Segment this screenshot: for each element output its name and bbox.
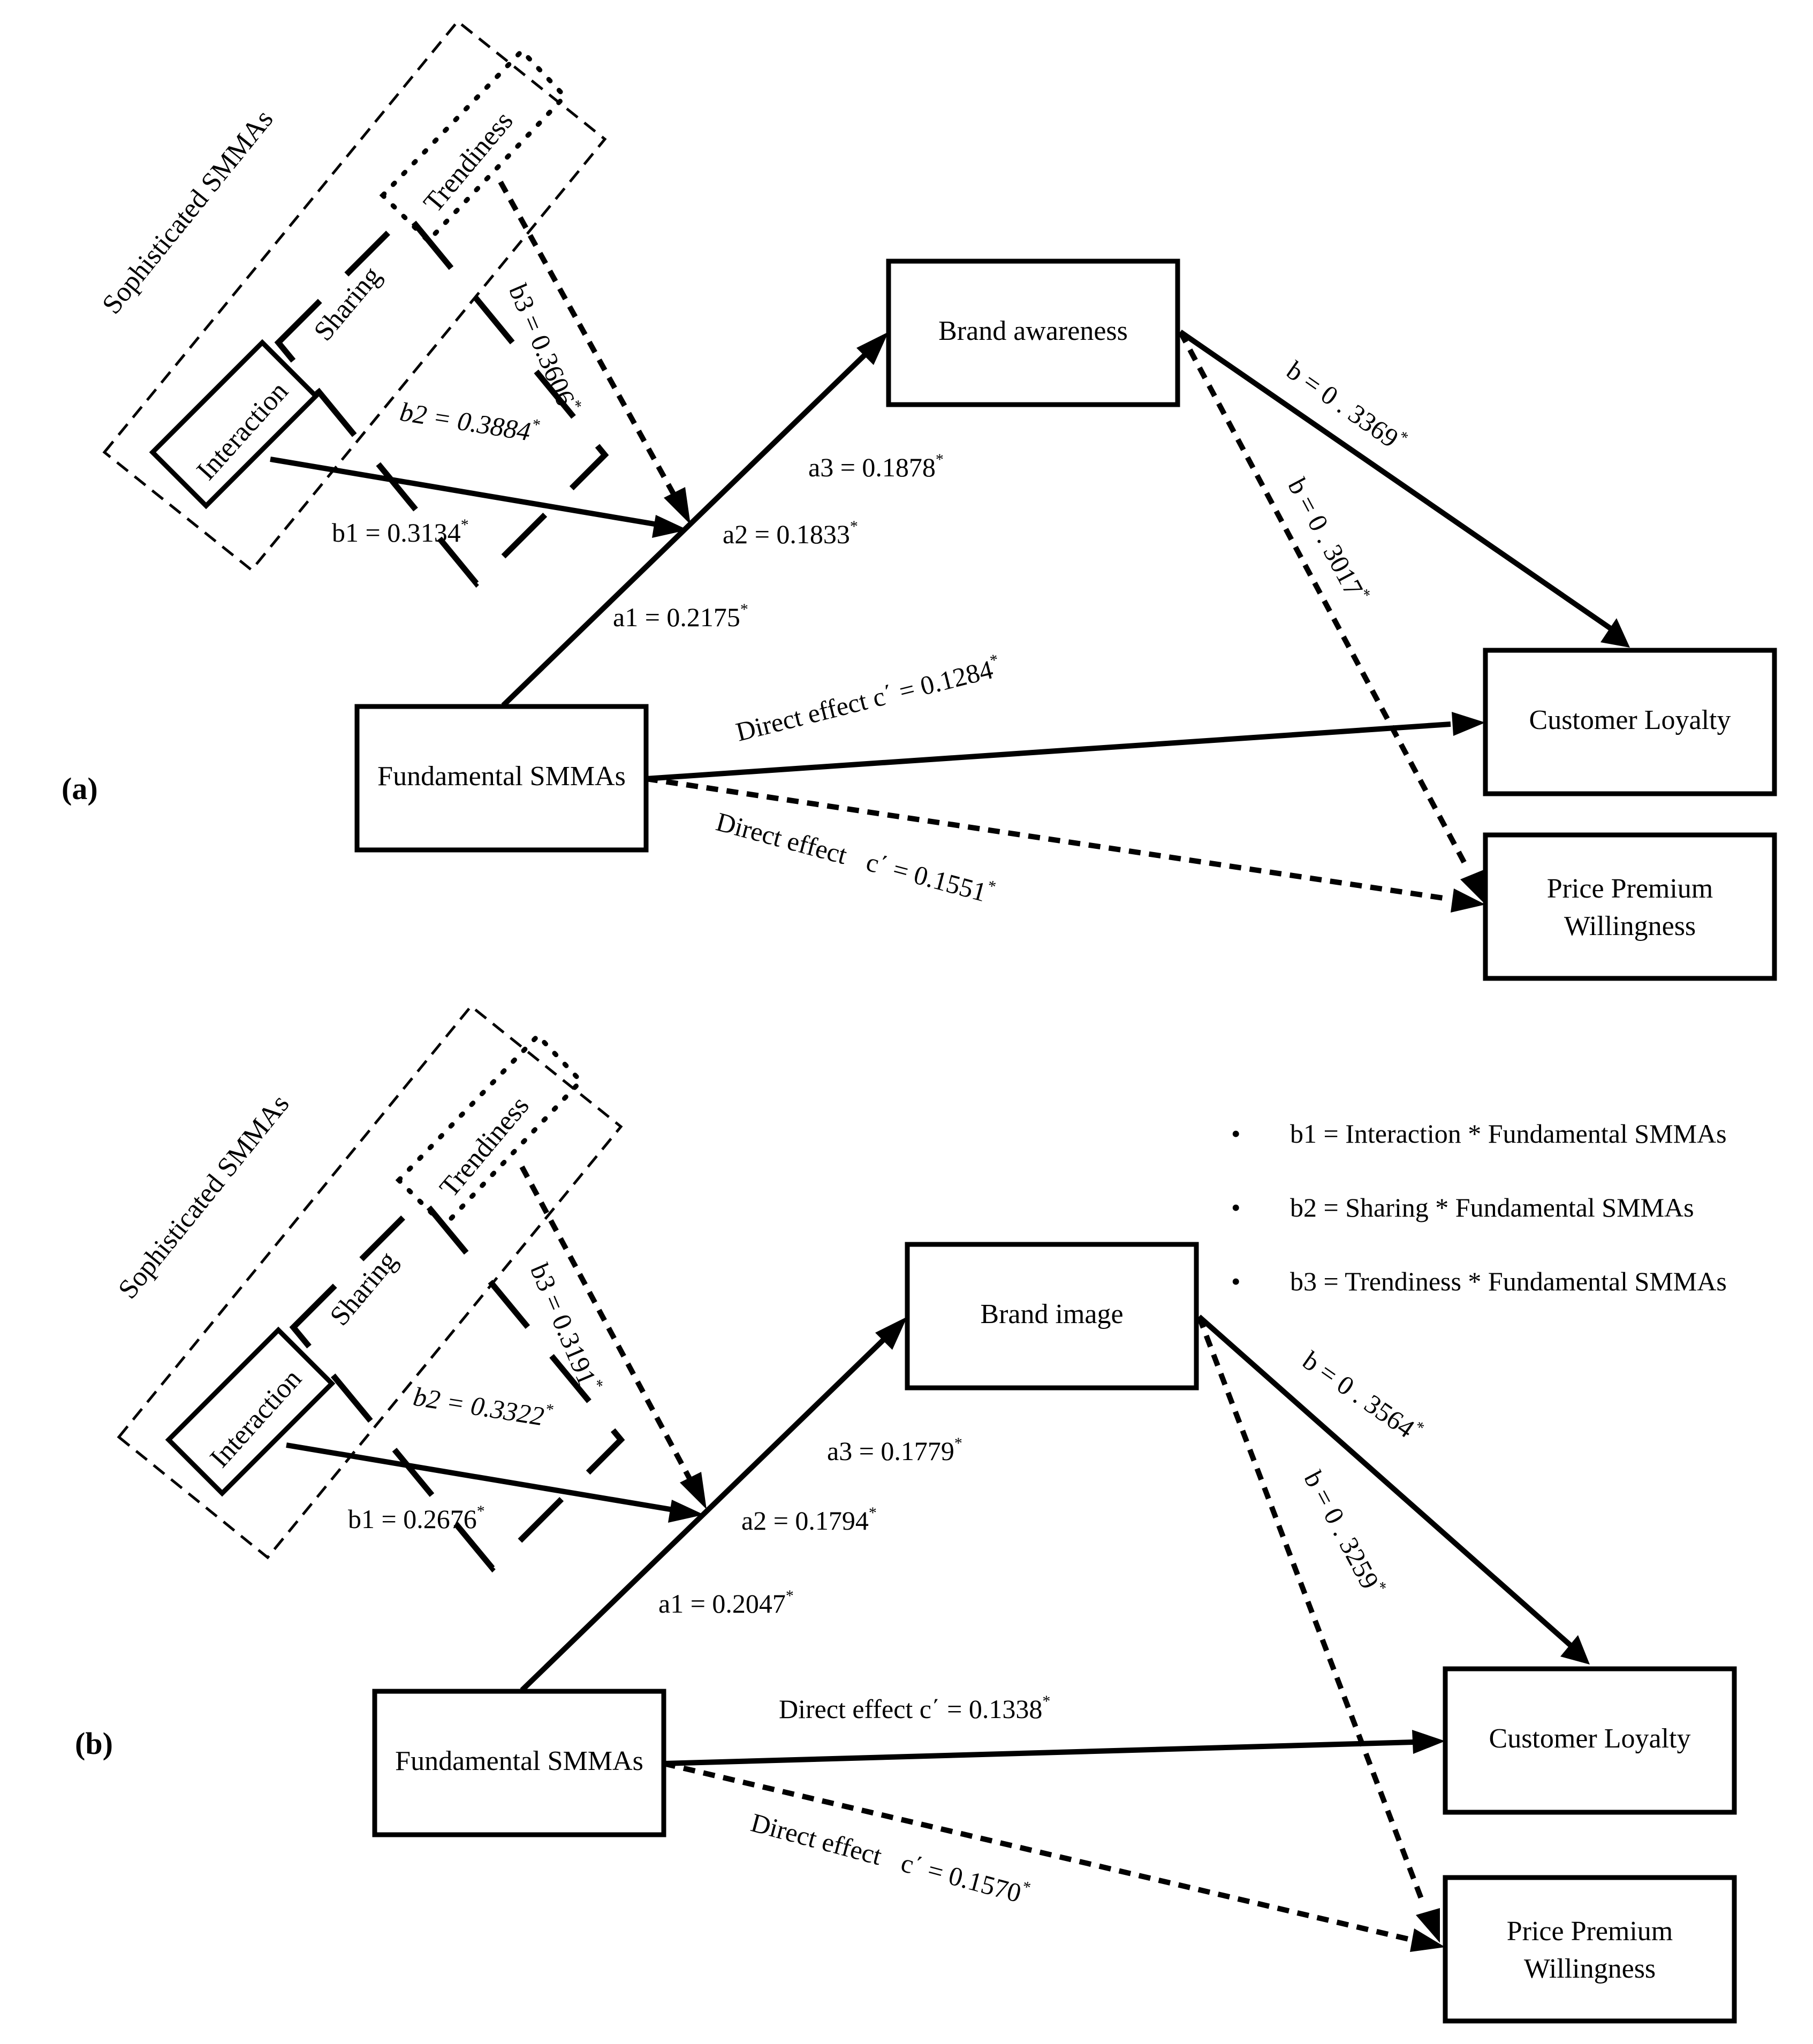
sophisticated-group-label: Sophisticated SMMAs xyxy=(112,1089,295,1305)
arrow-direct-loyalty xyxy=(646,721,1451,781)
sharing-box xyxy=(274,209,609,588)
customer-loyalty-box xyxy=(1483,648,1777,796)
arrow-direct-price xyxy=(646,776,1451,902)
arrowhead-a-path xyxy=(875,1317,907,1350)
legend-bullet-2: • xyxy=(1231,1192,1241,1222)
customer-loyalty-label: Customer Loyalty xyxy=(1529,705,1731,735)
price-premium-box xyxy=(1483,832,1777,981)
coef-a3: a3 = 0.1779* xyxy=(827,1434,962,1466)
arrow-b-price xyxy=(1196,1316,1427,1906)
sophisticated-group-label: Sophisticated SMMAs xyxy=(96,104,279,320)
arrow-a-path xyxy=(501,348,872,708)
mediator-box xyxy=(886,259,1180,407)
mediator-box xyxy=(905,1242,1199,1390)
arrowhead-direct-loyalty xyxy=(1452,712,1485,736)
arrow-b1-path xyxy=(286,1442,680,1514)
predictor-box xyxy=(354,704,649,853)
coef-b1: b1 = 0.2676* xyxy=(348,1502,485,1534)
trendiness-box xyxy=(395,1032,585,1229)
legend-bullet-3: • xyxy=(1231,1266,1241,1296)
legend: • b1 = Interaction * Fundamental SMMAs •… xyxy=(1231,1119,1727,1296)
arrow-direct-loyalty xyxy=(663,1739,1414,1766)
panel-b: Sophisticated SMMAs Interaction Sharing … xyxy=(75,1004,1737,2024)
price-premium-label-line2: Willingness xyxy=(1524,1954,1656,1984)
arrowhead-b-loyalty xyxy=(1560,1635,1590,1665)
panel-b-label: (b) xyxy=(75,1726,113,1761)
interaction-box xyxy=(149,339,320,510)
predictor-label: Fundamental SMMAs xyxy=(377,761,626,792)
sharing-box xyxy=(289,1194,625,1573)
coef-b2: b2 = 0.3322* xyxy=(411,1380,554,1433)
coef-a2: a2 = 0.1833* xyxy=(723,518,858,549)
coef-b3: b3 = 0.3606* xyxy=(503,279,586,417)
coef-b-price: b = 0 . 3017* xyxy=(1282,472,1374,607)
price-premium-label-line2: Willingness xyxy=(1564,911,1696,941)
arrow-b1-path xyxy=(270,457,664,528)
price-premium-label-line1: Price Premium xyxy=(1507,1916,1673,1947)
arrow-b-loyalty xyxy=(1179,329,1613,632)
panel-a-label: (a) xyxy=(62,771,98,806)
coef-b-loyalty: b = 0 . 3564* xyxy=(1298,1344,1428,1448)
legend-item-b3: b3 = Trendiness * Fundamental SMMAs xyxy=(1290,1266,1727,1296)
customer-loyalty-label: Customer Loyalty xyxy=(1489,1723,1691,1754)
arrowhead-b1-path xyxy=(652,515,688,538)
arrowhead-b-price xyxy=(1416,1908,1440,1943)
sophisticated-group-box xyxy=(117,1004,623,1560)
panel-a: Sophisticated SMMAs Interaction Sharing … xyxy=(62,19,1777,981)
sophisticated-group-box xyxy=(102,19,607,572)
arrow-b-price xyxy=(1178,330,1469,869)
arrowhead-b3-path xyxy=(680,1472,707,1509)
coef-a1: a1 = 0.2047* xyxy=(658,1587,794,1619)
price-premium-label-line1: Price Premium xyxy=(1547,873,1713,904)
coef-a2: a2 = 0.1794* xyxy=(741,1504,877,1536)
price-premium-box xyxy=(1443,1875,1737,2024)
coef-a1: a1 = 0.2175* xyxy=(613,601,748,632)
coef-b1: b1 = 0.3134* xyxy=(332,516,469,548)
arrowhead-direct-loyalty xyxy=(1412,1730,1445,1754)
coef-a3: a3 = 0.1878* xyxy=(808,451,944,482)
arrowhead-b3-path xyxy=(664,487,691,525)
legend-item-b2: b2 = Sharing * Fundamental SMMAs xyxy=(1290,1192,1694,1222)
arrow-b-loyalty xyxy=(1197,1314,1573,1648)
arrow-a-path xyxy=(520,1333,891,1692)
coef-direct-price: Direct effectc΄ = 0.1551* xyxy=(713,805,998,909)
arrowhead-a-path xyxy=(856,332,889,365)
arrowhead-b-price xyxy=(1460,870,1485,905)
coef-direct-loyalty: Direct effect c΄ = 0.1338* xyxy=(779,1692,1050,1724)
coef-b2: b2 = 0.3884* xyxy=(398,395,541,448)
coef-direct-loyalty: Direct effect c΄ = 0.1284* xyxy=(732,651,1004,747)
arrowhead-direct-price xyxy=(1410,1928,1445,1952)
interaction-box xyxy=(165,1326,336,1497)
coef-direct-price: Direct effectc΄ = 0.1570* xyxy=(748,1806,1033,1910)
mediator-label: Brand image xyxy=(980,1299,1123,1329)
trendiness-box xyxy=(379,47,568,245)
coef-b-loyalty: b = 0 . 3369* xyxy=(1281,354,1412,458)
customer-loyalty-box xyxy=(1443,1666,1737,1815)
legend-item-b1: b1 = Interaction * Fundamental SMMAs xyxy=(1290,1119,1727,1149)
predictor-label: Fundamental SMMAs xyxy=(395,1746,643,1776)
arrowhead-b-loyalty xyxy=(1600,618,1630,648)
arrowhead-b1-path xyxy=(668,1500,704,1523)
arrowhead-direct-price xyxy=(1451,888,1485,913)
arrow-direct-price xyxy=(663,1761,1414,1943)
mediator-label: Brand awareness xyxy=(938,316,1128,346)
coef-b-price: b = 0 . 3259* xyxy=(1298,1465,1390,1600)
legend-bullet-1: • xyxy=(1231,1119,1241,1149)
